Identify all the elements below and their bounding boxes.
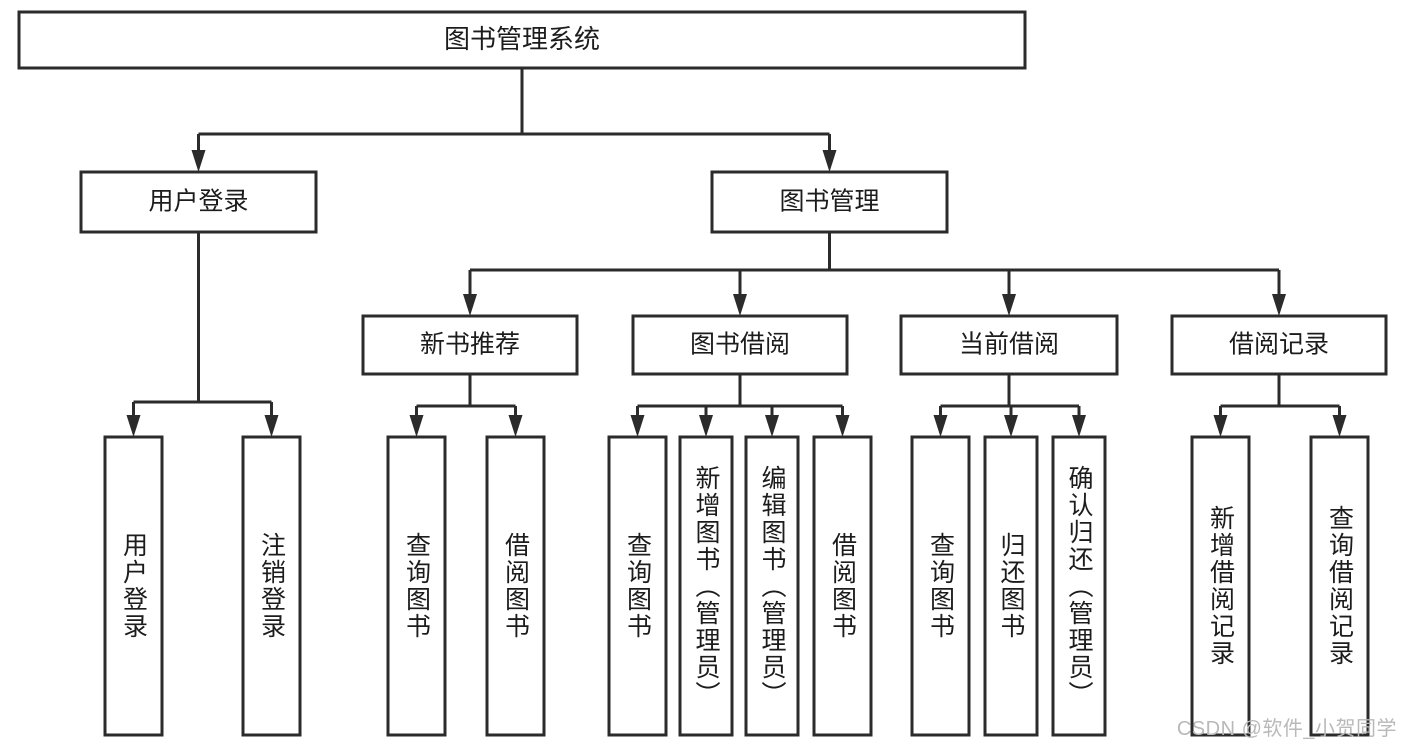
connector-group-user-login [126,232,279,437]
connector-group-book-manage [463,232,1286,316]
node-box-user-login[interactable] [79,170,318,234]
node-box-borrow-record[interactable] [1170,314,1388,376]
node-label-user-login: 用户登录 [148,188,248,216]
arrowhead-icon [630,415,645,437]
arrowhead-icon [1272,294,1286,316]
node-label-book-manage: 图书管理 [779,188,879,216]
node-box-leaf-borrow-book-2[interactable] [812,435,873,737]
connector-group-book-borrow [630,374,850,437]
node-book-borrow[interactable]: 图书借阅 [631,314,849,376]
node-leaf-query-book-1[interactable] [386,435,447,737]
arrowhead-icon [463,294,477,316]
arrowhead-icon [126,415,141,437]
arrowhead-icon [1002,294,1016,316]
arrowhead-icon [409,415,424,437]
arrowhead-icon [264,415,279,437]
arrowhead-icon [1004,415,1018,437]
node-box-new-book-rec[interactable] [361,314,579,376]
node-box-leaf-add-record[interactable] [1190,435,1251,737]
node-label-book-borrow: 图书借阅 [690,331,790,359]
connector-group-new-book-rec [409,374,523,437]
node-borrow-record[interactable]: 借阅记录 [1170,314,1388,376]
node-root[interactable]: 图书管理系统 [17,10,1027,70]
watermark-credit: CSDN @软件_小贺同学 [1176,718,1397,740]
arrowhead-icon [822,150,837,172]
arrowhead-icon [765,415,779,437]
node-box-leaf-add-book[interactable] [678,435,734,737]
arrowhead-icon [1213,415,1228,437]
arrowhead-icon [699,415,713,437]
node-leaf-query-book-2[interactable] [607,435,668,737]
arrowhead-icon [835,415,850,437]
node-leaf-logout[interactable] [241,435,302,737]
node-box-book-manage[interactable] [710,170,949,234]
node-label-borrow-record: 借阅记录 [1229,331,1329,359]
node-book-manage[interactable]: 图书管理 [710,170,949,234]
connector-group-root [191,68,837,172]
node-user-login[interactable]: 用户登录 [79,170,318,234]
node-label-root: 图书管理系统 [444,24,600,54]
node-leaf-borrow-book-2[interactable] [812,435,873,737]
arrowhead-icon [1072,415,1086,437]
node-label-new-book-rec: 新书推荐 [420,331,520,359]
edges-layer [126,68,1347,437]
node-box-current-borrow[interactable] [899,314,1119,376]
node-leaf-user-login[interactable] [103,435,164,737]
node-box-leaf-query-record[interactable] [1309,435,1370,737]
node-box-leaf-user-login[interactable] [103,435,164,737]
arrowhead-icon [933,415,948,437]
node-new-book-rec[interactable]: 新书推荐 [361,314,579,376]
node-label-current-borrow: 当前借阅 [959,331,1059,359]
node-leaf-query-record[interactable] [1309,435,1370,737]
node-box-leaf-confirm-return[interactable] [1051,435,1107,737]
node-leaf-edit-book[interactable] [744,435,800,737]
node-box-book-borrow[interactable] [631,314,849,376]
node-leaf-add-book[interactable] [678,435,734,737]
node-box-leaf-query-book-3[interactable] [910,435,971,737]
node-leaf-query-book-3[interactable] [910,435,971,737]
arrowhead-icon [191,150,206,172]
arrowhead-icon [508,415,523,437]
node-leaf-borrow-book-1[interactable] [485,435,546,737]
connector-group-current-borrow [933,374,1086,437]
node-leaf-add-record[interactable] [1190,435,1251,737]
node-box-leaf-borrow-book-1[interactable] [485,435,546,737]
connector-group-borrow-record [1213,374,1347,437]
node-box-leaf-edit-book[interactable] [744,435,800,737]
node-box-leaf-query-book-2[interactable] [607,435,668,737]
arrowhead-icon [733,294,747,316]
node-box-leaf-query-book-1[interactable] [386,435,447,737]
node-box-root[interactable] [17,10,1027,70]
node-leaf-confirm-return[interactable] [1051,435,1107,737]
node-current-borrow[interactable]: 当前借阅 [899,314,1119,376]
arrowhead-icon [1332,415,1347,437]
node-box-leaf-logout[interactable] [241,435,302,737]
node-leaf-return-book[interactable] [983,435,1039,737]
node-box-leaf-return-book[interactable] [983,435,1039,737]
